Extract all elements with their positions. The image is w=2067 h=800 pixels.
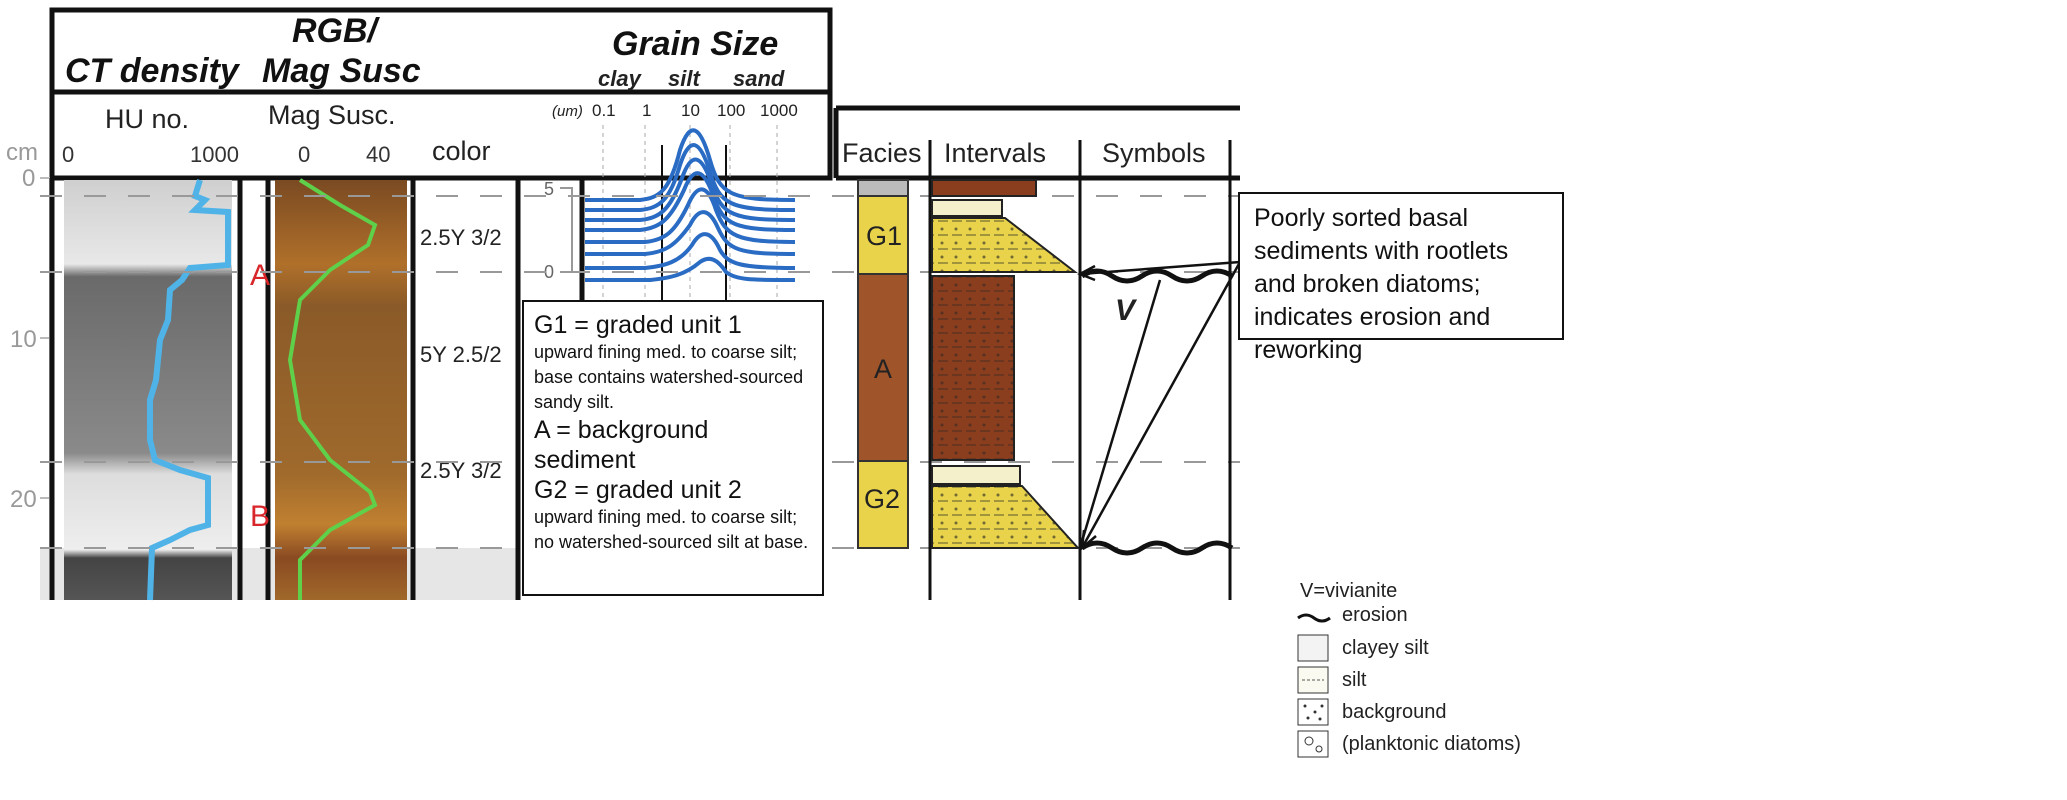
ct-title: CT density bbox=[65, 52, 241, 90]
legend-background: background bbox=[1342, 701, 1447, 723]
grain-size-curves bbox=[585, 128, 796, 282]
mag-tick-0: 0 bbox=[298, 142, 310, 167]
color-value-2: 5Y 2.5/2 bbox=[420, 342, 502, 367]
color-value-1: 2.5Y 3/2 bbox=[420, 225, 502, 250]
facies-label-g1: G1 bbox=[866, 221, 902, 251]
grain-tick: 10 bbox=[681, 101, 700, 120]
grain-tick: 100 bbox=[717, 101, 745, 120]
grain-tick: 0.1 bbox=[592, 101, 616, 120]
g1-description: upward fining med. to coarse silt; base … bbox=[534, 342, 804, 412]
grain-title: Grain Size bbox=[612, 25, 778, 63]
g2-description: upward fining med. to coarse silt; no wa… bbox=[534, 507, 809, 552]
grain-y-tick: 0 bbox=[544, 262, 554, 282]
mag-susc-line bbox=[287, 178, 378, 600]
grain-unit: (um) bbox=[552, 103, 583, 120]
header-symbols: Symbols bbox=[1102, 138, 1206, 168]
hu-tick-0: 0 bbox=[62, 142, 74, 167]
depth-tick-10: 10 bbox=[10, 326, 37, 353]
header-facies: Facies bbox=[842, 138, 922, 168]
marker-a: A bbox=[250, 259, 270, 292]
header-intervals: Intervals bbox=[944, 138, 1046, 168]
g2-title: G2 = graded unit 2 bbox=[534, 476, 742, 504]
legend-clayey-silt: clayey silt bbox=[1342, 637, 1429, 659]
depth-tick-20: 20 bbox=[10, 486, 37, 513]
grain-y-tick: 5 bbox=[544, 179, 554, 199]
ct-scan-image bbox=[64, 180, 232, 600]
legend-silt: silt bbox=[1342, 669, 1367, 691]
rgb-title: RGB/ bbox=[292, 12, 381, 50]
depth-unit: cm bbox=[6, 139, 38, 166]
facies-label-a: A bbox=[874, 354, 892, 384]
erosion-symbol bbox=[1080, 268, 1234, 284]
ct-density-line bbox=[147, 179, 231, 601]
erosion-symbol bbox=[1080, 540, 1234, 556]
grain-class-sand: sand bbox=[733, 66, 785, 91]
units-description-box: G1 = graded unit 1 upward fining med. to… bbox=[522, 300, 824, 596]
vivianite-symbol: V bbox=[1115, 294, 1138, 327]
hu-tick-1000: 1000 bbox=[190, 142, 239, 167]
g1-title: G1 = graded unit 1 bbox=[534, 311, 742, 339]
mag-title: Mag Susc bbox=[262, 52, 421, 90]
facies-a bbox=[857, 273, 909, 462]
mag-tick-40: 40 bbox=[366, 142, 390, 167]
grain-class-silt: silt bbox=[668, 66, 701, 91]
callout-text: Poorly sorted basal sediments with rootl… bbox=[1254, 204, 1509, 364]
callout-arrows bbox=[1077, 260, 1242, 552]
hu-label: HU no. bbox=[105, 104, 189, 134]
grain-tick: 1 bbox=[642, 101, 651, 120]
legend-title: V=vivianite bbox=[1300, 580, 1398, 602]
facies-g2 bbox=[857, 460, 909, 549]
legend-diatoms: (planktonic diatoms) bbox=[1342, 733, 1521, 755]
legend-erosion: erosion bbox=[1342, 604, 1408, 626]
depth-tick-0: 0 bbox=[22, 165, 35, 192]
facies-label-g2: G2 bbox=[864, 484, 900, 514]
callout-box: Poorly sorted basal sediments with rootl… bbox=[1238, 192, 1564, 364]
color-label: color bbox=[432, 136, 491, 166]
grain-class-clay: clay bbox=[598, 66, 643, 91]
marker-b: B bbox=[250, 500, 270, 533]
grain-tick: 1000 bbox=[760, 101, 798, 120]
a-title: A = background sediment bbox=[534, 416, 709, 474]
mag-label: Mag Susc. bbox=[268, 100, 396, 130]
